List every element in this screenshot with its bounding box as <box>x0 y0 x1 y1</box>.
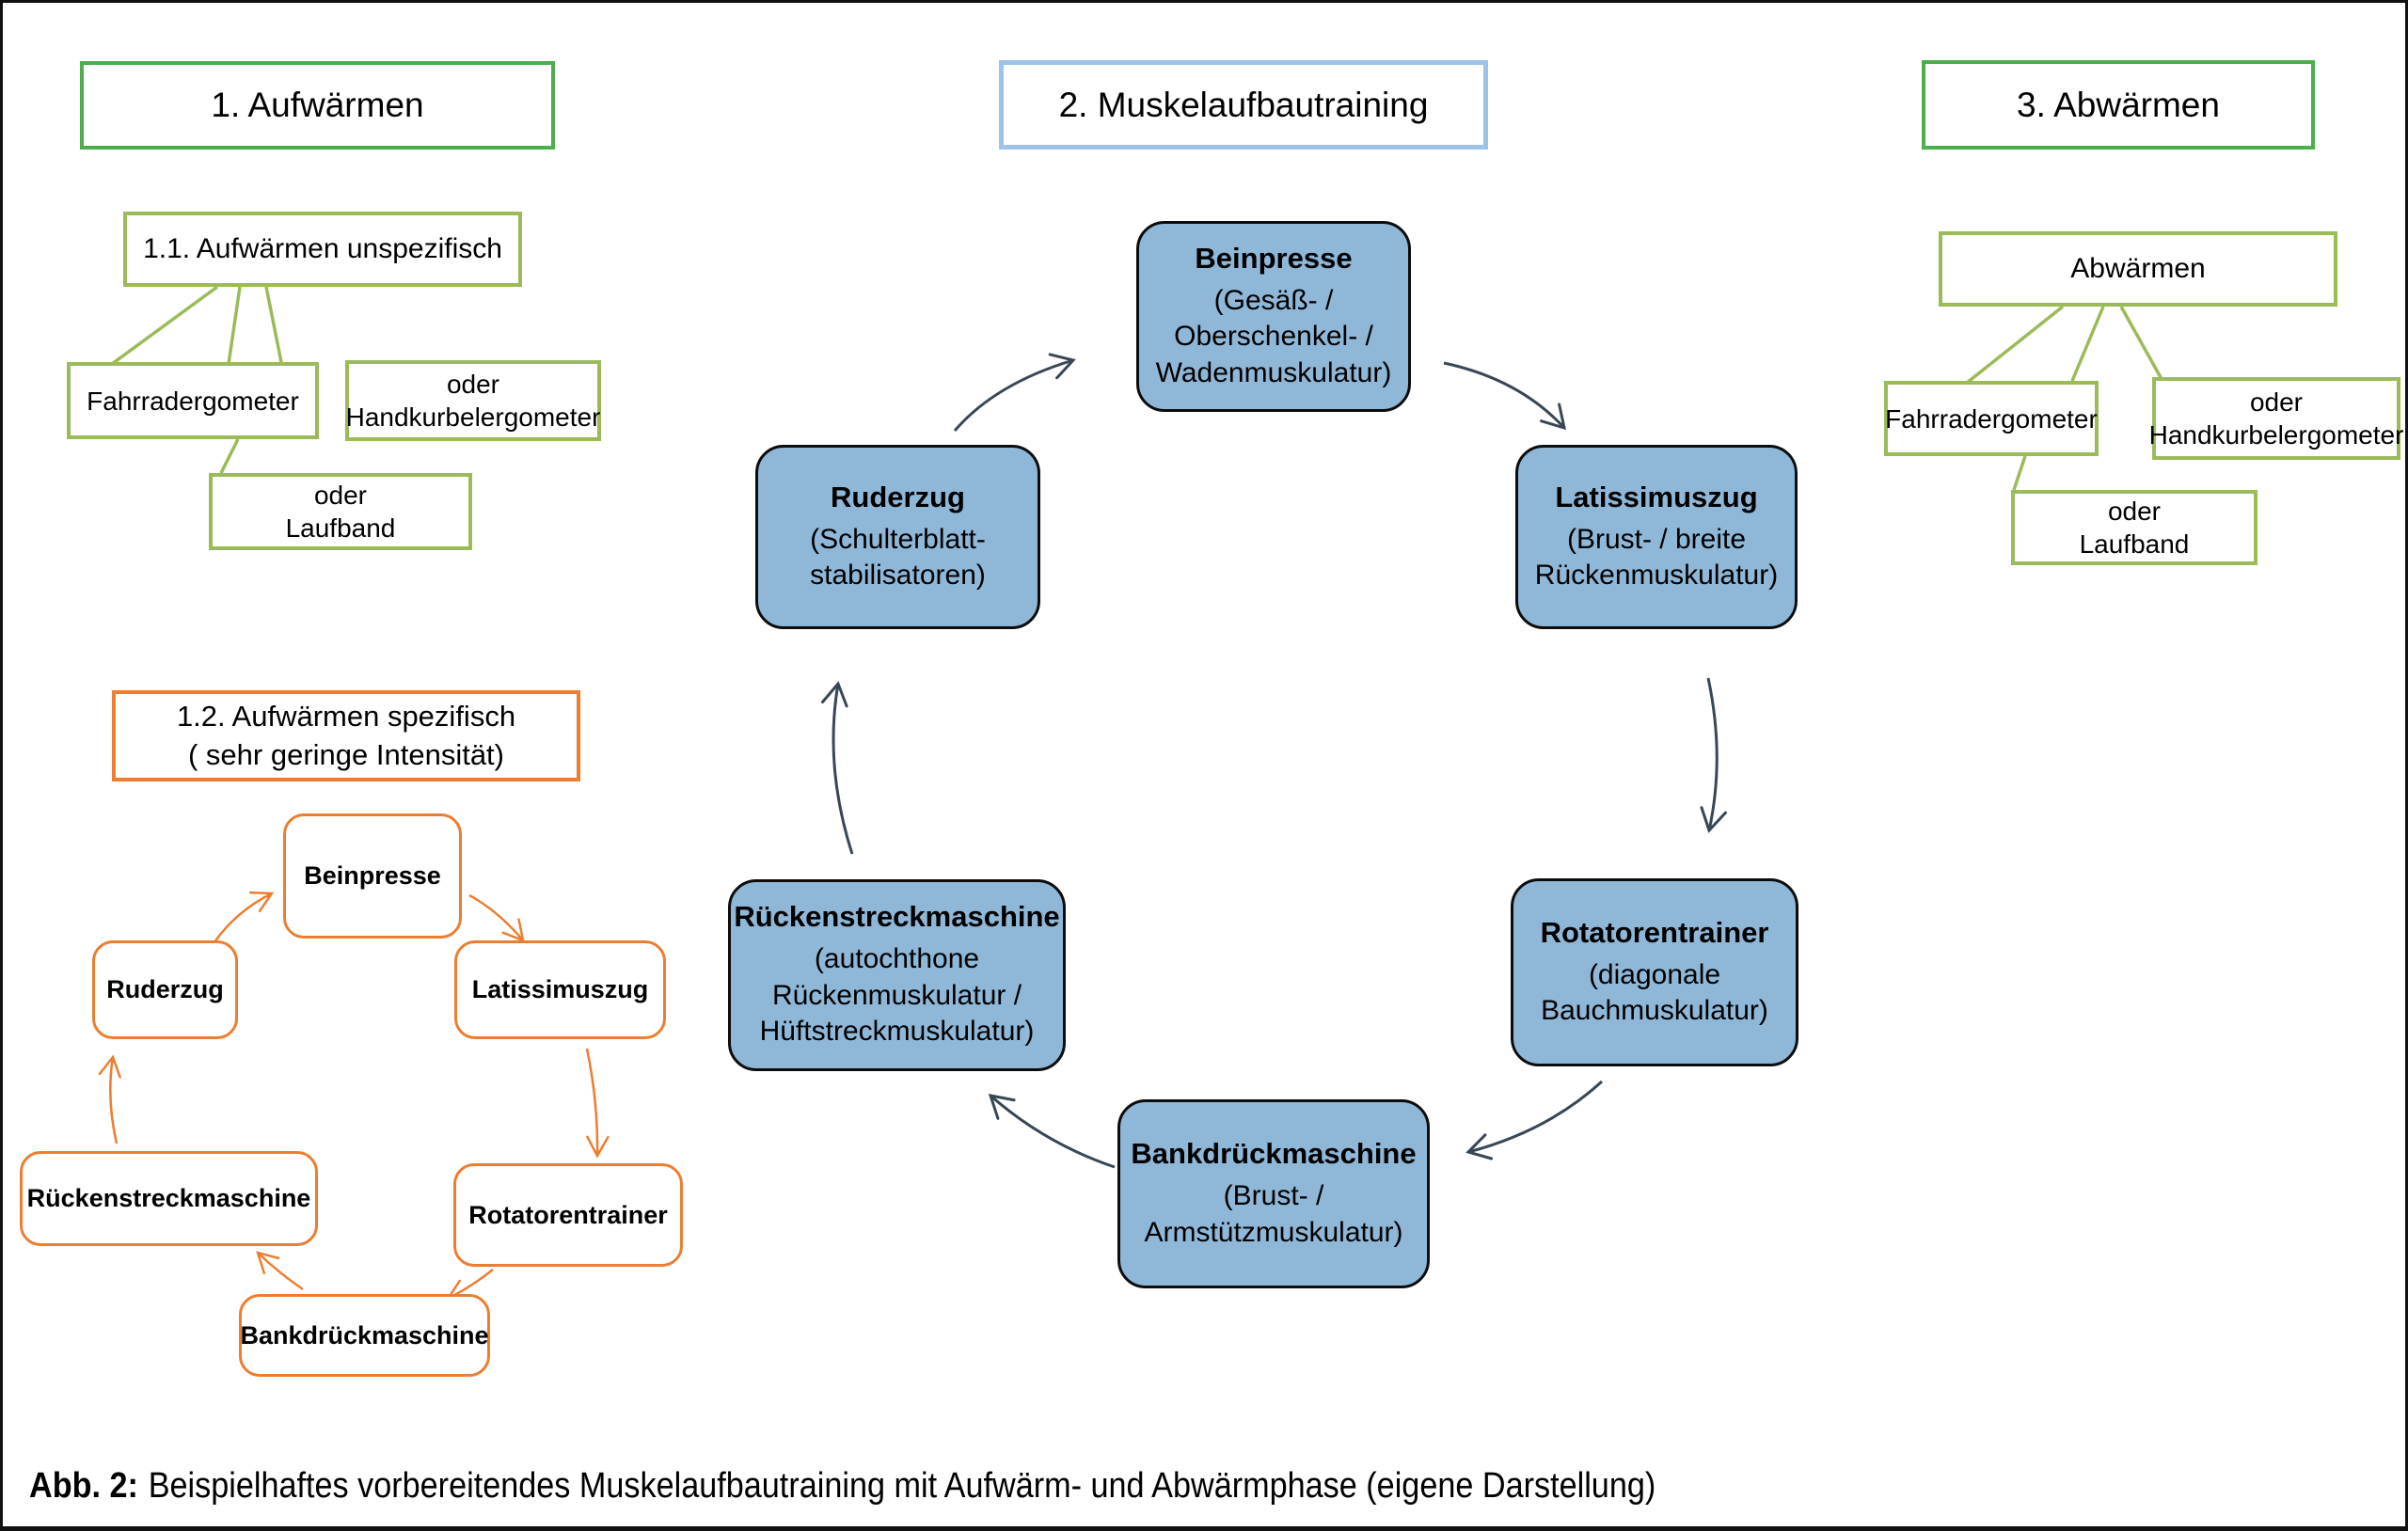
training-box-bankdrueckmaschine: Bankdrückmaschine (Brust- / Armstützmusk… <box>1117 1099 1430 1288</box>
phase-3-header: 3. Abwärmen <box>1922 60 2315 150</box>
specific-box-ruderzug: Ruderzug <box>92 940 238 1039</box>
specific-box-latissimuszug: Latissimuszug <box>454 940 666 1039</box>
training-box-muscles: (Schulterblatt- stabilisatoren) <box>810 523 986 591</box>
phase-2-title: 2. Muskelaufbautraining <box>1058 85 1429 124</box>
arrow-rueckenstreckmaschine-ruderzug <box>820 681 854 855</box>
cooldown-option-treadmill-label: oder Laufband <box>2079 497 2190 559</box>
training-box-beinpresse: Beinpresse (Gesäß- / Oberschenkel- / Wad… <box>1136 221 1411 412</box>
arrow-beinpresse-latissimuszug <box>1443 361 1567 431</box>
cooldown-title: Abwärmen <box>2070 253 2206 285</box>
arrow-s-bankdrueckmaschine-rueckenstreckmaschine <box>256 1251 304 1291</box>
training-box-rotatorentrainer: Rotatorentrainer (diagonale Bauchmuskula… <box>1511 878 1798 1066</box>
warmup-unspecific-title-box: 1.1. Aufwärmen unspezifisch <box>123 212 522 287</box>
specific-box-label: Rotatorentrainer <box>468 1200 668 1229</box>
warmup-option-ergometer-label: Fahrradergometer <box>87 386 299 416</box>
warmup-unspecific-title: 1.1. Aufwärmen unspezifisch <box>143 233 502 265</box>
arrow-ruderzug-beinpresse <box>953 353 1076 432</box>
connector-line <box>264 286 283 363</box>
training-box-latissimuszug: Latissimuszug (Brust- / breite Rückenmus… <box>1515 445 1798 629</box>
training-box-title: Ruderzug <box>831 480 965 513</box>
training-box-title: Rotatorentrainer <box>1540 915 1769 949</box>
specific-box-bankdrueckmaschine: Bankdrückmaschine <box>239 1294 490 1377</box>
warmup-option-handcrank-label: oder Handkurbelergometer <box>345 370 601 432</box>
phase-1-header: 1. Aufwärmen <box>80 61 555 150</box>
arrow-s-latissimuszug-rotatorentrainer <box>585 1048 610 1159</box>
warmup-option-treadmill: oder Laufband <box>209 473 472 550</box>
training-box-ruderzug: Ruderzug (Schulterblatt- stabilisatoren) <box>755 445 1040 629</box>
cooldown-option-handcrank-label: oder Handkurbelergometer <box>2148 387 2404 450</box>
specific-box-label: Rückenstreckmaschine <box>26 1184 311 1212</box>
specific-box-label: Bankdrückmaschine <box>240 1320 489 1349</box>
warmup-specific-title-box: 1.2. Aufwärmen spezifisch ( sehr geringe… <box>112 690 580 781</box>
phase-2-header: 2. Muskelaufbautraining <box>999 60 1488 150</box>
connector-line <box>227 286 242 365</box>
specific-box-rueckenstreckmaschine: Rückenstreckmaschine <box>20 1151 318 1246</box>
connector-line <box>110 285 219 366</box>
arrow-bankdrueckmaschine-rueckenstreckmaschine <box>988 1094 1116 1169</box>
training-box-rueckenstreckmaschine: Rückenstreckmaschine (autochthone Rücken… <box>728 879 1066 1071</box>
connector-line <box>2012 455 2027 491</box>
training-box-title: Bankdrückmaschine <box>1131 1137 1417 1171</box>
arrow-latissimuszug-rotatorentrainer <box>1700 677 1727 833</box>
warmup-option-ergometer: Fahrradergometer <box>67 362 319 439</box>
training-box-muscles: (Brust- / Armstützmuskulatur) <box>1144 1180 1403 1248</box>
connector-line <box>1965 305 2065 385</box>
phase-1-title: 1. Aufwärmen <box>211 86 424 124</box>
specific-box-label: Beinpresse <box>304 861 441 890</box>
phase-3-title: 3. Abwärmen <box>2017 85 2220 124</box>
cooldown-option-handcrank: oder Handkurbelergometer <box>2149 377 2403 460</box>
training-box-title: Latissimuszug <box>1555 480 1758 513</box>
training-box-title: Beinpresse <box>1195 241 1353 275</box>
cooldown-option-ergometer: Fahrradergometer <box>1884 381 2099 456</box>
training-box-muscles: (autochthone Rückenmuskulatur / Hüftstre… <box>759 943 1035 1048</box>
warmup-option-treadmill-label: oder Laufband <box>285 481 396 543</box>
specific-box-label: Ruderzug <box>106 975 224 1003</box>
specific-box-rotatorentrainer: Rotatorentrainer <box>453 1163 683 1267</box>
connector-line <box>2119 306 2163 380</box>
figure-caption-label: Abb. 2: <box>29 1466 138 1506</box>
specific-box-label: Latissimuszug <box>471 975 649 1003</box>
training-box-muscles: (Gesäß- / Oberschenkel- / Wadenmuskulatu… <box>1155 284 1392 388</box>
training-box-title: Rückenstreckmaschine <box>734 900 1060 934</box>
arrow-s-beinpresse-latissimuszug <box>468 893 525 942</box>
figure-caption: Abb. 2:Beispielhaftes vorbereitendes Mus… <box>29 1466 1656 1507</box>
figure-caption-text: Beispielhaftes vorbereitendes Muskelaufb… <box>148 1466 1656 1506</box>
warmup-specific-title: 1.2. Aufwärmen spezifisch ( sehr geringe… <box>176 700 516 771</box>
arrow-s-rueckenstreckmaschine-ruderzug <box>98 1054 121 1144</box>
cooldown-title-box: Abwärmen <box>1939 231 2337 307</box>
connector-line <box>219 438 240 474</box>
training-box-muscles: (diagonale Bauchmuskulatur) <box>1541 958 1768 1026</box>
arrow-rotatorentrainer-bankdrueckmaschine <box>1465 1080 1604 1160</box>
connector-line <box>2070 306 2105 382</box>
cooldown-option-treadmill: oder Laufband <box>2011 490 2258 565</box>
cooldown-option-ergometer-label: Fahrradergometer <box>1885 403 2098 434</box>
arrow-s-ruderzug-beinpresse <box>213 891 275 943</box>
specific-box-beinpresse: Beinpresse <box>283 813 462 939</box>
warmup-option-handcrank: oder Handkurbelergometer <box>345 360 601 441</box>
training-box-muscles: (Brust- / breite Rückenmuskulatur) <box>1534 523 1779 591</box>
